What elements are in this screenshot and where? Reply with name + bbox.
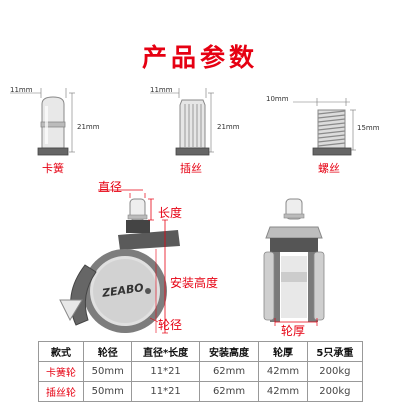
cell-install-height: 62mm [198, 361, 260, 382]
thickness-label: 轮厚 [281, 324, 306, 338]
cell-install-height: 62mm [198, 381, 260, 402]
table-row: 插丝轮 50mm 11*21 62mm 42mm 200kg [37, 381, 364, 402]
cell-style: 插丝轮 [37, 381, 85, 402]
col-thickness: 轮厚 [258, 341, 308, 362]
cell-style: 卡簧轮 [37, 361, 85, 382]
screw-part-label: 螺丝 [318, 162, 340, 175]
wheel-diameter-label: 轮径 [158, 318, 183, 332]
diameter-label: 直径 [98, 180, 123, 194]
plug-stem-drawing [150, 88, 214, 156]
spring-stem-drawing [10, 88, 75, 156]
page-title: 产品参数 [141, 43, 258, 72]
length-label: 长度 [158, 206, 183, 220]
install-height-label: 安装高度 [170, 276, 219, 290]
cell-load: 200kg [306, 381, 364, 402]
plug-part-label: 插丝 [180, 162, 202, 175]
table-row: 卡簧轮 50mm 11*21 62mm 42mm 200kg [37, 361, 364, 382]
cell-load: 200kg [306, 361, 364, 382]
spec-table: 款式 轮径 直径*长度 安装高度 轮厚 5只承重 卡簧轮 50mm 11*21 … [37, 341, 364, 402]
cell-dia-length: 11*21 [131, 361, 200, 382]
spring-width-label: 11mm [10, 86, 33, 94]
spring-part-label: 卡簧 [42, 162, 64, 175]
col-load: 5只承重 [306, 341, 364, 362]
col-install-height: 安装高度 [198, 341, 260, 362]
plug-height-label: 21mm [217, 123, 240, 131]
cell-dia-length: 11*21 [131, 381, 200, 402]
cell-thickness: 42mm [258, 381, 308, 402]
col-style: 款式 [37, 341, 85, 362]
spring-height-label: 21mm [77, 123, 100, 131]
cell-thickness: 42mm [258, 361, 308, 382]
caster-front-view [263, 198, 325, 326]
plug-width-label: 11mm [150, 86, 173, 94]
col-dia-length: 直径*长度 [131, 341, 200, 362]
screw-stem-drawing [293, 98, 356, 156]
caster-side-view [59, 189, 180, 334]
table-header-row: 款式 轮径 直径*长度 安装高度 轮厚 5只承重 [37, 341, 364, 362]
col-wheel-dia: 轮径 [83, 341, 133, 362]
screw-height-label: 15mm [357, 124, 380, 132]
screw-width-label: 10mm [266, 95, 289, 103]
cell-wheel-dia: 50mm [83, 361, 133, 382]
cell-wheel-dia: 50mm [83, 381, 133, 402]
